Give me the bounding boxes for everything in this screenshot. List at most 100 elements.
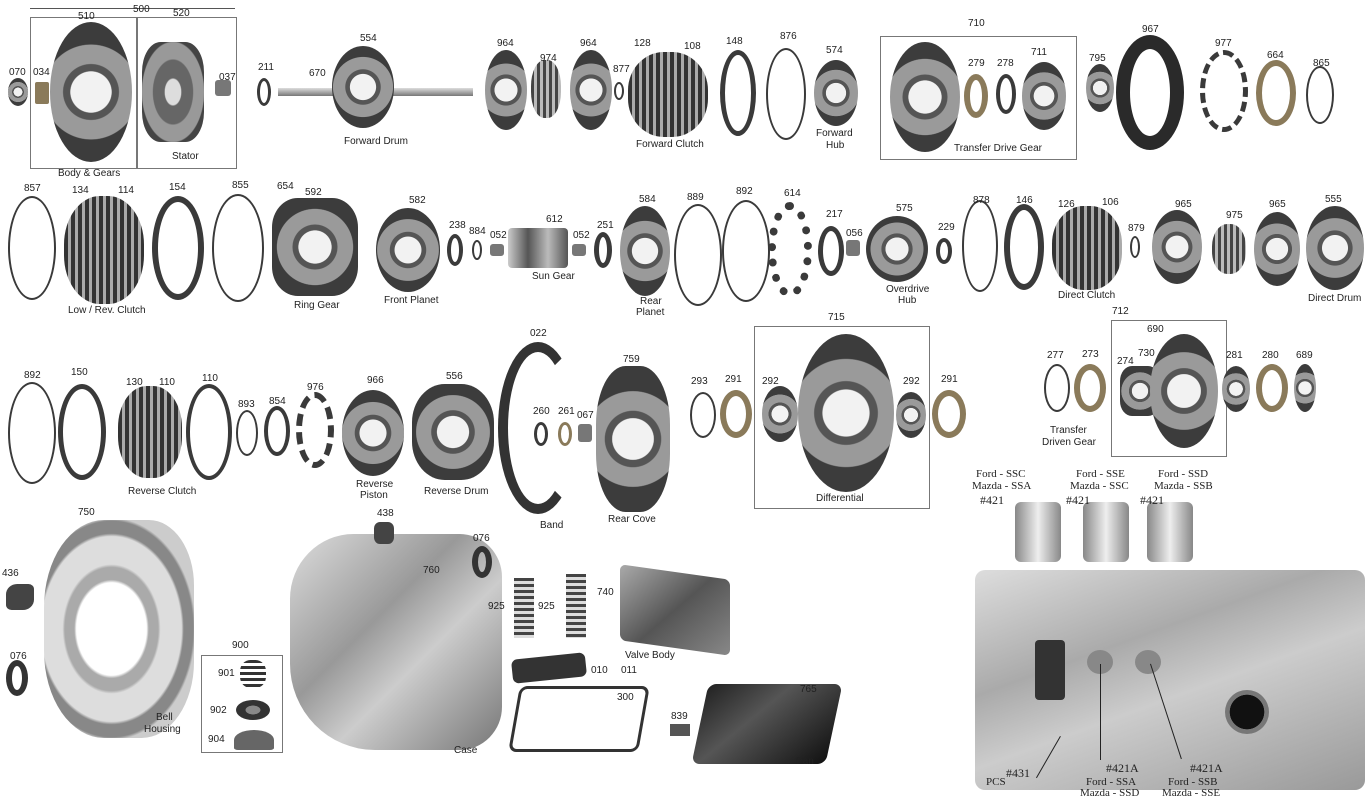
caption-sun-gear: Sun Gear	[532, 271, 575, 282]
part-label: 892	[736, 186, 753, 197]
part-076-a	[6, 660, 28, 696]
caption-forward-hub-2: Hub	[826, 140, 845, 151]
pcs-solenoid	[1035, 640, 1065, 700]
part-976	[296, 392, 334, 468]
part-label: 300	[617, 692, 634, 703]
part-label: 274	[1117, 356, 1134, 367]
part-510-pump-body	[50, 22, 132, 162]
part-label: 889	[687, 192, 704, 203]
caption-valve-body: Valve Body	[625, 650, 675, 661]
part-280	[1256, 364, 1288, 412]
part-974	[531, 60, 561, 118]
part-876	[766, 48, 806, 140]
part-label: 712	[1112, 306, 1129, 317]
part-925-b	[566, 574, 586, 638]
solenoid-3-ford: Ford - SSD	[1158, 468, 1209, 480]
part-label: 010	[591, 665, 608, 676]
part-034	[35, 82, 49, 104]
part-label: 925	[538, 601, 555, 612]
part-740-valve-body	[620, 564, 730, 656]
part-689	[1294, 364, 1316, 412]
part-664	[1256, 60, 1296, 126]
part-label: 977	[1215, 38, 1232, 49]
part-label: 148	[726, 36, 743, 47]
group-box-900	[201, 655, 283, 753]
part-555-direct-drum	[1306, 206, 1364, 290]
part-label: 292	[762, 376, 779, 387]
part-902	[236, 700, 270, 720]
part-436	[6, 584, 34, 610]
part-037	[215, 80, 231, 96]
caption-overdrive-hub-1: Overdrive	[886, 284, 930, 295]
part-label: 966	[367, 375, 384, 386]
part-260	[534, 422, 548, 446]
part-label: 555	[1325, 194, 1342, 205]
part-label: 976	[307, 382, 324, 393]
part-584-rear-planet	[620, 206, 670, 296]
part-label: 689	[1296, 350, 1313, 361]
solenoid-421a-1-mazda: Mazda - SSD	[1080, 787, 1140, 799]
part-878	[962, 200, 998, 292]
part-261	[558, 422, 572, 446]
part-label: 134	[72, 185, 89, 196]
part-label: 279	[968, 58, 985, 69]
part-690-driven-gear	[1150, 334, 1218, 448]
caption-low-rev-clutch: Low / Rev. Clutch	[68, 305, 146, 316]
caption-rear-planet-2: Planet	[636, 307, 665, 318]
part-label: 592	[305, 187, 322, 198]
part-134-114-low-rev-clutch	[64, 196, 144, 304]
solenoid-421a-2-mazda: Mazda - SSE	[1162, 787, 1221, 799]
part-217	[818, 226, 844, 276]
solenoid-1-mazda: Mazda - SSA	[972, 480, 1032, 492]
part-label: 261	[558, 406, 575, 417]
group-500-bracket	[30, 8, 235, 9]
part-label: 879	[1128, 223, 1145, 234]
caption-forward-clutch: Forward Clutch	[636, 139, 704, 150]
part-291-a	[720, 390, 752, 438]
part-label: 575	[896, 203, 913, 214]
solenoid-3-mazda: Mazda - SSB	[1154, 480, 1213, 492]
part-label: 892	[24, 370, 41, 381]
pcs-number: #431	[1006, 766, 1030, 780]
part-975	[1212, 224, 1246, 274]
caption-front-planet: Front Planet	[384, 295, 439, 306]
part-label: 037	[219, 72, 236, 83]
part-884	[472, 240, 482, 260]
part-label: 904	[208, 734, 225, 745]
part-label: 584	[639, 194, 656, 205]
part-label: 510	[78, 11, 95, 22]
part-855	[212, 194, 264, 302]
part-964-b	[570, 50, 612, 130]
caption-transfer-drive-gear: Transfer Drive Gear	[954, 143, 1042, 154]
part-574-forward-hub	[814, 60, 858, 126]
part-614	[768, 202, 812, 298]
part-022-band	[498, 342, 578, 514]
part-556-reverse-drum	[412, 384, 494, 480]
part-label: 750	[78, 507, 95, 518]
part-278	[996, 74, 1016, 114]
part-label: 022	[530, 328, 547, 339]
part-150	[58, 384, 106, 480]
part-label: 855	[232, 180, 249, 191]
part-label: 711	[1031, 47, 1047, 58]
part-711	[1022, 62, 1066, 130]
caption-reverse-drum: Reverse Drum	[424, 486, 489, 497]
part-854	[264, 406, 290, 456]
part-554-forward-drum	[332, 46, 394, 128]
part-label: 877	[613, 64, 630, 75]
part-925-a	[514, 578, 534, 638]
part-label: 925	[488, 601, 505, 612]
part-281	[1222, 366, 1250, 412]
part-612-sun-gear	[508, 228, 568, 268]
part-label: 217	[826, 209, 843, 220]
solenoid-421a-1-ford: Ford - SSA	[1086, 776, 1137, 788]
caption-direct-drum: Direct Drum	[1308, 293, 1362, 304]
solenoid-421a-2	[1135, 650, 1161, 674]
part-label: 260	[533, 406, 550, 417]
part-964-a	[485, 50, 527, 130]
part-211	[257, 78, 271, 106]
part-label: 893	[238, 399, 255, 410]
part-110-b	[186, 384, 232, 480]
part-label: 964	[580, 38, 597, 49]
part-label: 238	[449, 220, 466, 231]
